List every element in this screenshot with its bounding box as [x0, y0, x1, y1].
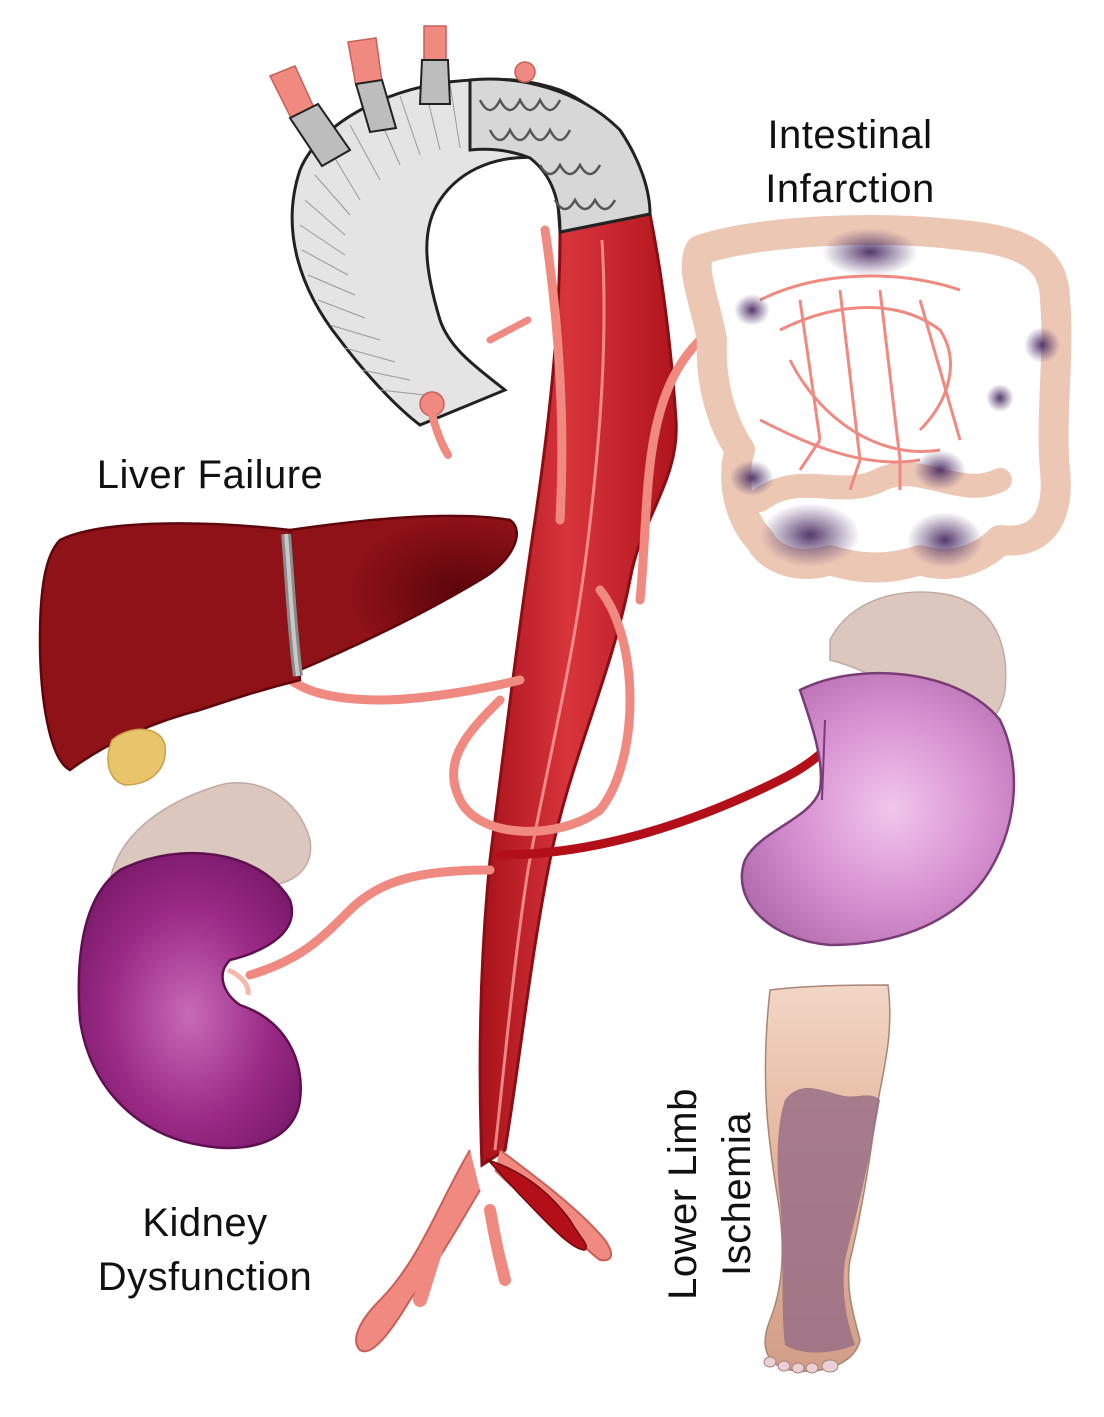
label-kidney-dysfunction: Kidney Dysfunction	[60, 1196, 350, 1304]
label-liver-line-1: Liver Failure	[96, 453, 324, 497]
intestine	[681, 215, 1072, 583]
label-intestinal-infarction: Intestinal Infarction	[720, 108, 980, 216]
label-intestinal-line-2: Infarction	[765, 167, 935, 211]
supra-aortic-branches	[268, 25, 536, 459]
iliac-arteries	[355, 1149, 612, 1353]
left-kidney	[77, 851, 302, 1150]
aortic-arch-graft	[290, 77, 652, 427]
gallbladder	[107, 728, 166, 786]
right-renal-artery	[495, 740, 835, 860]
liver	[38, 514, 518, 772]
label-limb-line-2: Ischemia	[715, 1111, 759, 1277]
label-intestinal-line-1: Intestinal	[767, 113, 933, 157]
label-kidney-line-1: Kidney	[142, 1201, 268, 1245]
visceral-branches	[245, 225, 705, 980]
right-kidney	[740, 671, 1016, 947]
label-liver-failure: Liver Failure	[60, 448, 360, 502]
label-limb-line-1: Lower Limb	[661, 1088, 705, 1300]
ischemic-leg	[763, 984, 891, 1374]
label-lower-limb-ischemia: Lower Limb Ischemia	[656, 1044, 764, 1344]
descending-aorta	[478, 212, 678, 1168]
label-kidney-line-2: Dysfunction	[97, 1255, 313, 1299]
